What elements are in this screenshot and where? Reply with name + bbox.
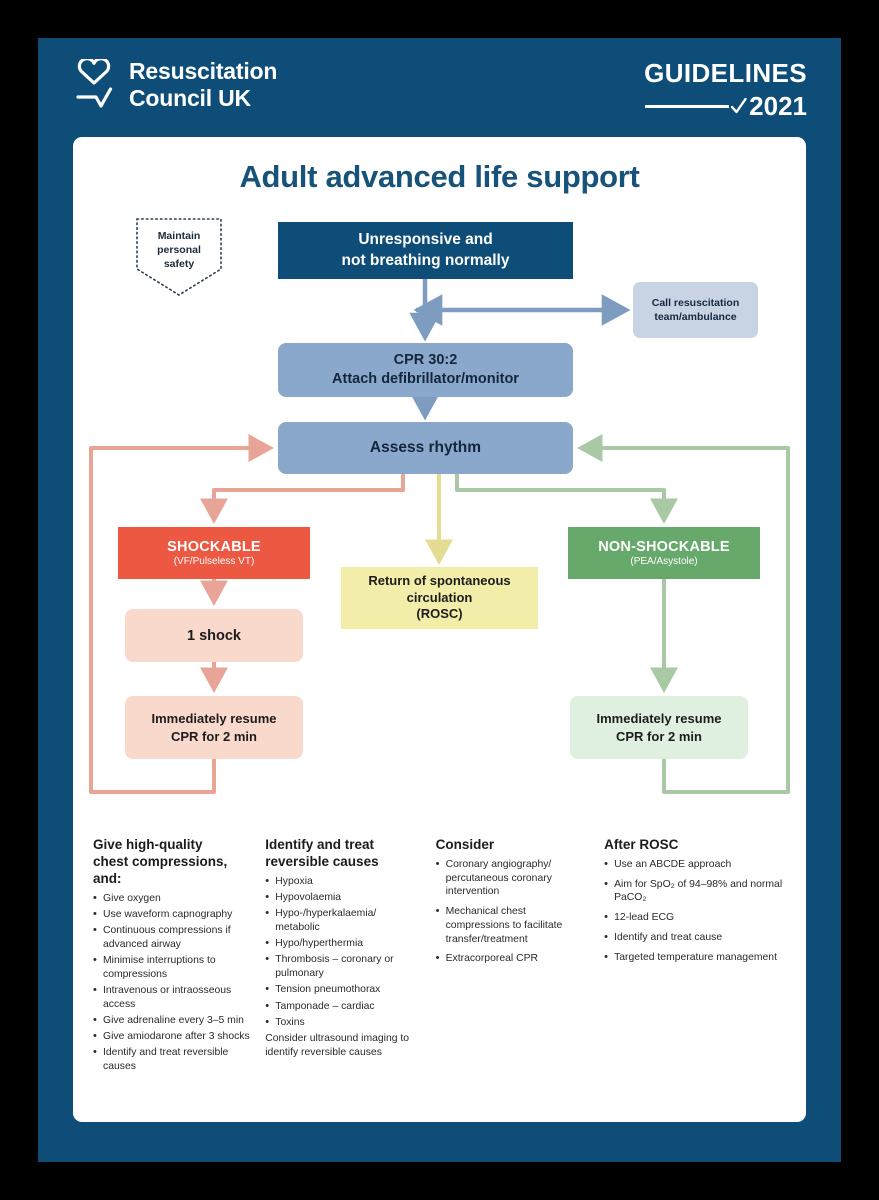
column-high-quality-compressions: Give high-quality chest compressions, an… xyxy=(93,837,265,1076)
maintain-personal-safety-label: Maintain personal safety xyxy=(157,229,201,271)
list-item: Continuous compressions if advanced airw… xyxy=(93,923,253,951)
column-1-list: Give oxygen Use waveform capnography Con… xyxy=(93,891,253,1074)
node-assess-rhythm: Assess rhythm xyxy=(278,422,573,474)
node-resume-cpr-shockable-label: Immediately resume CPR for 2 min xyxy=(151,710,277,744)
column-consider: Consider Coronary angiography/ percutane… xyxy=(436,837,604,1076)
node-call-resuscitation-team-label: Call resuscitation team/ambulance xyxy=(651,296,740,323)
node-rosc-label: Return of spontaneous circulation (ROSC) xyxy=(368,572,511,622)
list-item: Coronary angiography/ percutaneous coron… xyxy=(436,857,592,899)
node-shockable: SHOCKABLE (VF/Pulseless VT) xyxy=(118,527,310,579)
node-one-shock: 1 shock xyxy=(125,609,303,662)
list-item: Identify and treat cause xyxy=(604,930,786,945)
brand-card: Resuscitation Council UK GUIDELINES 2021… xyxy=(38,38,841,1162)
column-2-footnote: Consider ultrasound imaging to identify … xyxy=(265,1033,410,1058)
list-item: Hypovolaemia xyxy=(265,890,423,905)
list-item: Intravenous or intraosseous access xyxy=(93,983,253,1011)
list-item: Toxins xyxy=(265,1015,423,1030)
column-reversible-causes: Identify and treat reversible causes Hyp… xyxy=(265,837,435,1076)
list-item: Tension pneumothorax xyxy=(265,982,423,997)
list-item: Minimise interruptions to compressions xyxy=(93,953,253,981)
list-item: Aim for SpO₂ of 94–98% and normal PaCO₂ xyxy=(604,877,786,905)
node-cpr-label: CPR 30:2 Attach defibrillator/monitor xyxy=(332,351,519,387)
node-cpr-attach-defibrillator: CPR 30:2 Attach defibrillator/monitor xyxy=(278,343,573,397)
guidelines-year: 2021 xyxy=(749,91,807,121)
node-non-shockable: NON-SHOCKABLE (PEA/Asystole) xyxy=(568,527,760,579)
node-unresponsive-label: Unresponsive and not breathing normally xyxy=(341,231,510,269)
list-item: Hypo/hyperthermia xyxy=(265,936,423,951)
brand-logo: Resuscitation Council UK xyxy=(72,56,278,112)
heart-tick-icon xyxy=(72,56,116,111)
column-2-list: Hypoxia Hypovolaemia Hypo-/hyperkalaemia… xyxy=(265,874,423,1030)
node-non-shockable-subtitle: (PEA/Asystole) xyxy=(630,556,698,567)
node-resume-cpr-shockable: Immediately resume CPR for 2 min xyxy=(125,696,303,759)
column-4-heading: After ROSC xyxy=(604,837,679,852)
node-rosc: Return of spontaneous circulation (ROSC) xyxy=(341,567,538,629)
list-item: 12-lead ECG xyxy=(604,910,786,925)
guidelines-badge: GUIDELINES 2021 xyxy=(644,60,807,119)
org-name: Resuscitation Council UK xyxy=(129,58,278,111)
node-non-shockable-title: NON-SHOCKABLE xyxy=(598,539,730,555)
column-after-rosc: After ROSC Use an ABCDE approach Aim for… xyxy=(604,837,786,1076)
list-item: Tamponade – cardiac xyxy=(265,999,423,1014)
guidance-columns: Give high-quality chest compressions, an… xyxy=(73,837,806,1076)
list-item: Extracorporeal CPR xyxy=(436,951,592,966)
node-one-shock-label: 1 shock xyxy=(187,627,241,644)
list-item: Hypo-/hyperkalaemia/ metabolic xyxy=(265,906,423,934)
guidelines-label: GUIDELINES xyxy=(644,58,807,88)
page-title: Adult advanced life support xyxy=(239,159,640,194)
list-item: Use an ABCDE approach xyxy=(604,857,786,872)
list-item: Identify and treat reversible causes xyxy=(93,1045,253,1073)
list-item: Targeted temperature management xyxy=(604,950,786,965)
node-shockable-title: SHOCKABLE xyxy=(167,539,261,555)
check-icon xyxy=(730,97,747,114)
column-3-heading: Consider xyxy=(435,837,495,852)
maintain-personal-safety-note: Maintain personal safety xyxy=(135,217,223,297)
node-assess-rhythm-label: Assess rhythm xyxy=(369,439,482,456)
list-item: Use waveform capnography xyxy=(93,907,253,922)
algorithm-flowchart: Maintain personal safety Unresponsive an… xyxy=(73,137,806,837)
list-item: Hypoxia xyxy=(265,874,423,889)
node-resume-cpr-non-shockable: Immediately resume CPR for 2 min xyxy=(570,696,748,759)
node-shockable-subtitle: (VF/Pulseless VT) xyxy=(173,556,255,567)
list-item: Give amiodarone after 3 shocks xyxy=(93,1029,253,1044)
column-3-list: Coronary angiography/ percutaneous coron… xyxy=(436,857,592,966)
list-item: Give oxygen xyxy=(93,891,253,906)
node-resume-cpr-non-shockable-label: Immediately resume CPR for 2 min xyxy=(596,710,722,744)
header: Resuscitation Council UK GUIDELINES 2021 xyxy=(38,38,841,138)
node-unresponsive: Unresponsive and not breathing normally xyxy=(278,222,573,279)
list-item: Mechanical chest compressions to facilit… xyxy=(436,904,592,946)
column-4-list: Use an ABCDE approach Aim for SpO₂ of 94… xyxy=(604,857,786,965)
node-call-resuscitation-team: Call resuscitation team/ambulance xyxy=(633,282,758,338)
column-1-heading: Give high-quality chest compressions, an… xyxy=(93,837,228,886)
column-2-heading: Identify and treat reversible causes xyxy=(265,837,379,869)
guidelines-rule xyxy=(645,104,730,108)
list-item: Give adrenaline every 3–5 min xyxy=(93,1013,253,1028)
flow-connectors xyxy=(89,279,790,794)
content-panel: Adult advanced life support xyxy=(73,137,806,1122)
list-item: Thrombosis – coronary or pulmonary xyxy=(265,952,423,980)
